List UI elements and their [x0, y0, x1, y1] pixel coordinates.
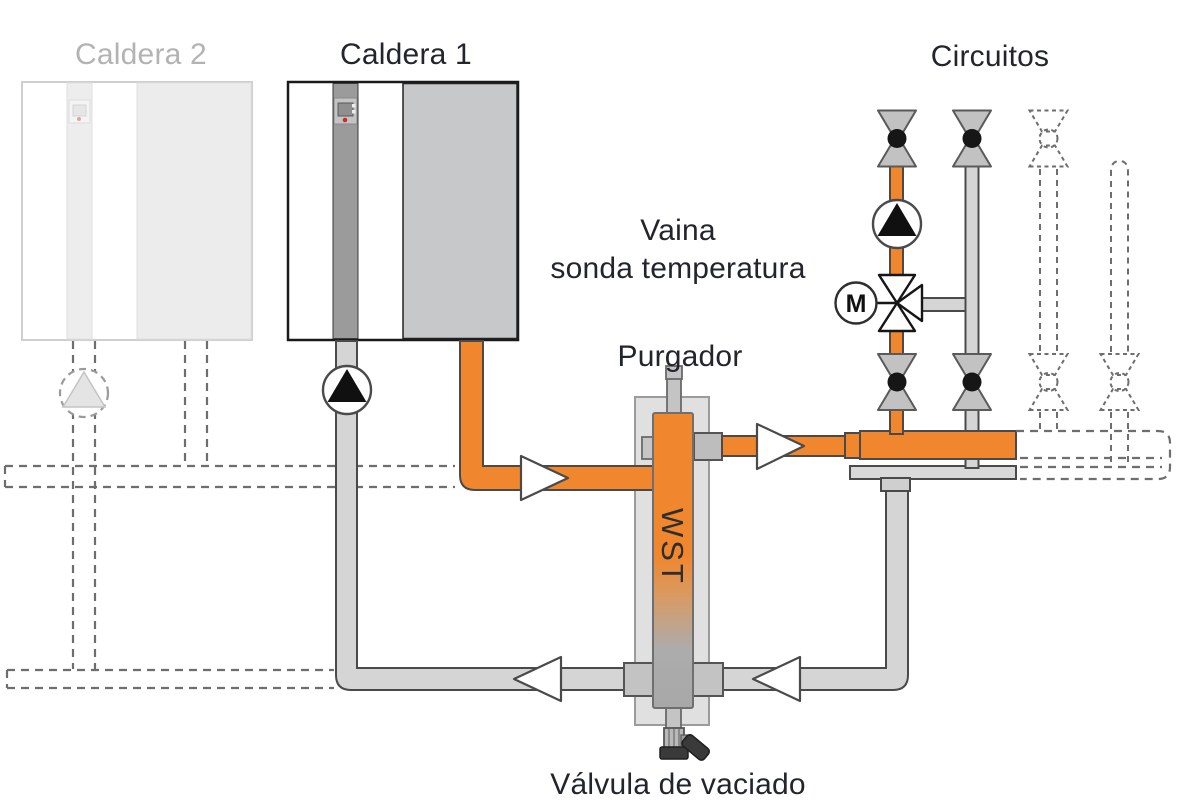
boiler-2: [21, 81, 253, 341]
air-vent-label: Purgador: [617, 340, 743, 373]
return-drop-collar: [880, 477, 911, 492]
supply-manifold: [859, 430, 1017, 460]
separator-column: [652, 412, 694, 709]
air-vent-stub: [665, 365, 683, 415]
separator-bottom-connectors: [623, 662, 724, 697]
drain-valve: [659, 727, 710, 761]
mixing-valve-motor-label: M: [846, 290, 867, 318]
boiler-1-control-display: [333, 97, 358, 125]
separator-bottom-stub: [665, 705, 682, 731]
boiler-1-label: Caldera 1: [340, 38, 472, 71]
circuit-1-valve-top: [877, 109, 917, 168]
flow-arrows: [512, 422, 806, 703]
boiler-2-label: Caldera 2: [75, 38, 207, 71]
drain-valve-label: Válvula de vaciado: [550, 768, 806, 801]
mixing-valve: M: [834, 273, 924, 333]
separator-right-return-pipe: [721, 488, 909, 691]
return-manifold: [849, 465, 1017, 480]
circuit-1-pump: [871, 198, 923, 250]
circuit-2-valve-top: [952, 109, 992, 168]
mixing-valve-bypass-branch: [917, 297, 971, 312]
boiler-2-dashed-return-pipe: [5, 341, 334, 690]
circuit-4-dashed: [1098, 159, 1141, 466]
boiler-1-pump: [321, 364, 373, 416]
supply-arrow-right-1: [519, 454, 570, 502]
shutoff-valves: [877, 109, 992, 411]
return-arrow-left-2: [751, 655, 802, 703]
return-arrow-left-1: [512, 655, 563, 703]
boiler-2-dashed-pump: [58, 367, 110, 419]
separator-right-outlet-connector: [693, 432, 723, 461]
probe-label-line1: Vaina: [640, 214, 716, 247]
boiler-2-control-display: [68, 99, 91, 124]
boiler-1: [286, 80, 520, 342]
manifold-dashed-extension: [1016, 429, 1172, 481]
supply-coupler: [844, 432, 861, 459]
probe-label: Vaina sonda temperatura: [550, 212, 805, 288]
separator-label: WST: [655, 508, 690, 586]
circuit-2-valve-bottom: [952, 353, 992, 411]
circuit-3-dashed: [1027, 109, 1070, 430]
supply-arrow-right-2: [755, 422, 806, 471]
circuit-1-valve-bottom: [877, 353, 917, 411]
circuit-2-pipe: [964, 163, 980, 469]
probe-label-line2: sonda temperatura: [550, 252, 806, 285]
circuits-label: Circuitos: [930, 40, 1050, 73]
boiler-2-dashed-supply-pipe: [3, 341, 455, 489]
mixing-valve-motor: M: [834, 281, 878, 325]
